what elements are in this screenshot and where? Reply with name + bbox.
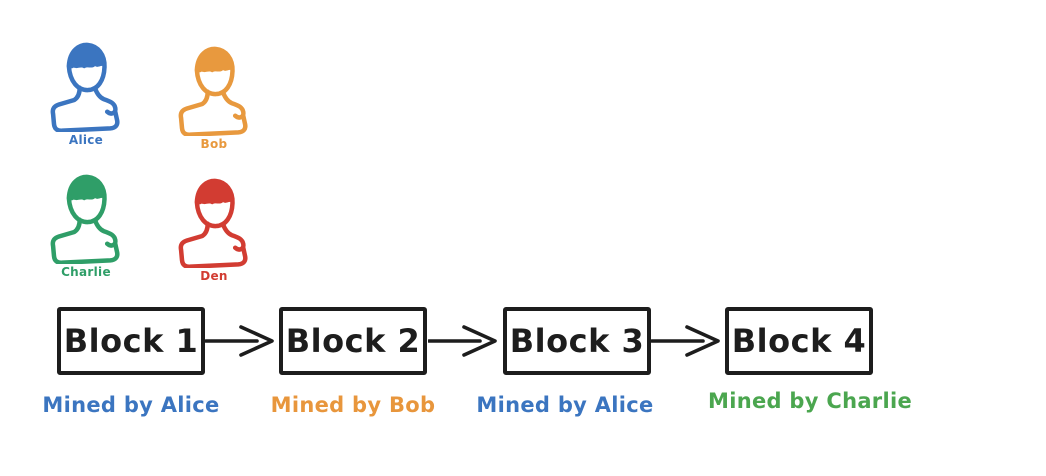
block-label: Block 3	[509, 322, 645, 360]
person-icon	[175, 176, 253, 268]
person-name-label: Bob	[200, 137, 228, 151]
block-3: Block 3	[503, 307, 651, 375]
person-name-label: Charlie	[61, 265, 111, 279]
block-2: Block 2	[279, 307, 427, 375]
block-4: Block 4	[725, 307, 873, 375]
person-den: Den	[174, 176, 254, 283]
person-charlie: Charlie	[46, 172, 126, 279]
person-bob: Bob	[174, 44, 254, 151]
arrow-icon	[428, 325, 497, 357]
person-name-label: Alice	[68, 133, 104, 147]
block-label: Block 2	[285, 322, 421, 360]
person-alice: Alice	[46, 40, 126, 147]
mined-by-label: Mined by Alice	[476, 393, 654, 417]
person-icon	[47, 40, 125, 132]
mined-by-label: Mined by Alice	[42, 393, 220, 417]
person-name-label: Den	[200, 269, 228, 283]
block-1: Block 1	[57, 307, 205, 375]
mined-by-label: Mined by Charlie	[708, 389, 912, 413]
person-icon	[47, 172, 125, 264]
block-label: Block 4	[731, 322, 867, 360]
block-label: Block 1	[63, 322, 199, 360]
arrow-icon	[205, 325, 274, 357]
mined-by-label: Mined by Bob	[270, 393, 436, 417]
person-icon	[175, 44, 253, 136]
arrow-icon	[651, 325, 720, 357]
